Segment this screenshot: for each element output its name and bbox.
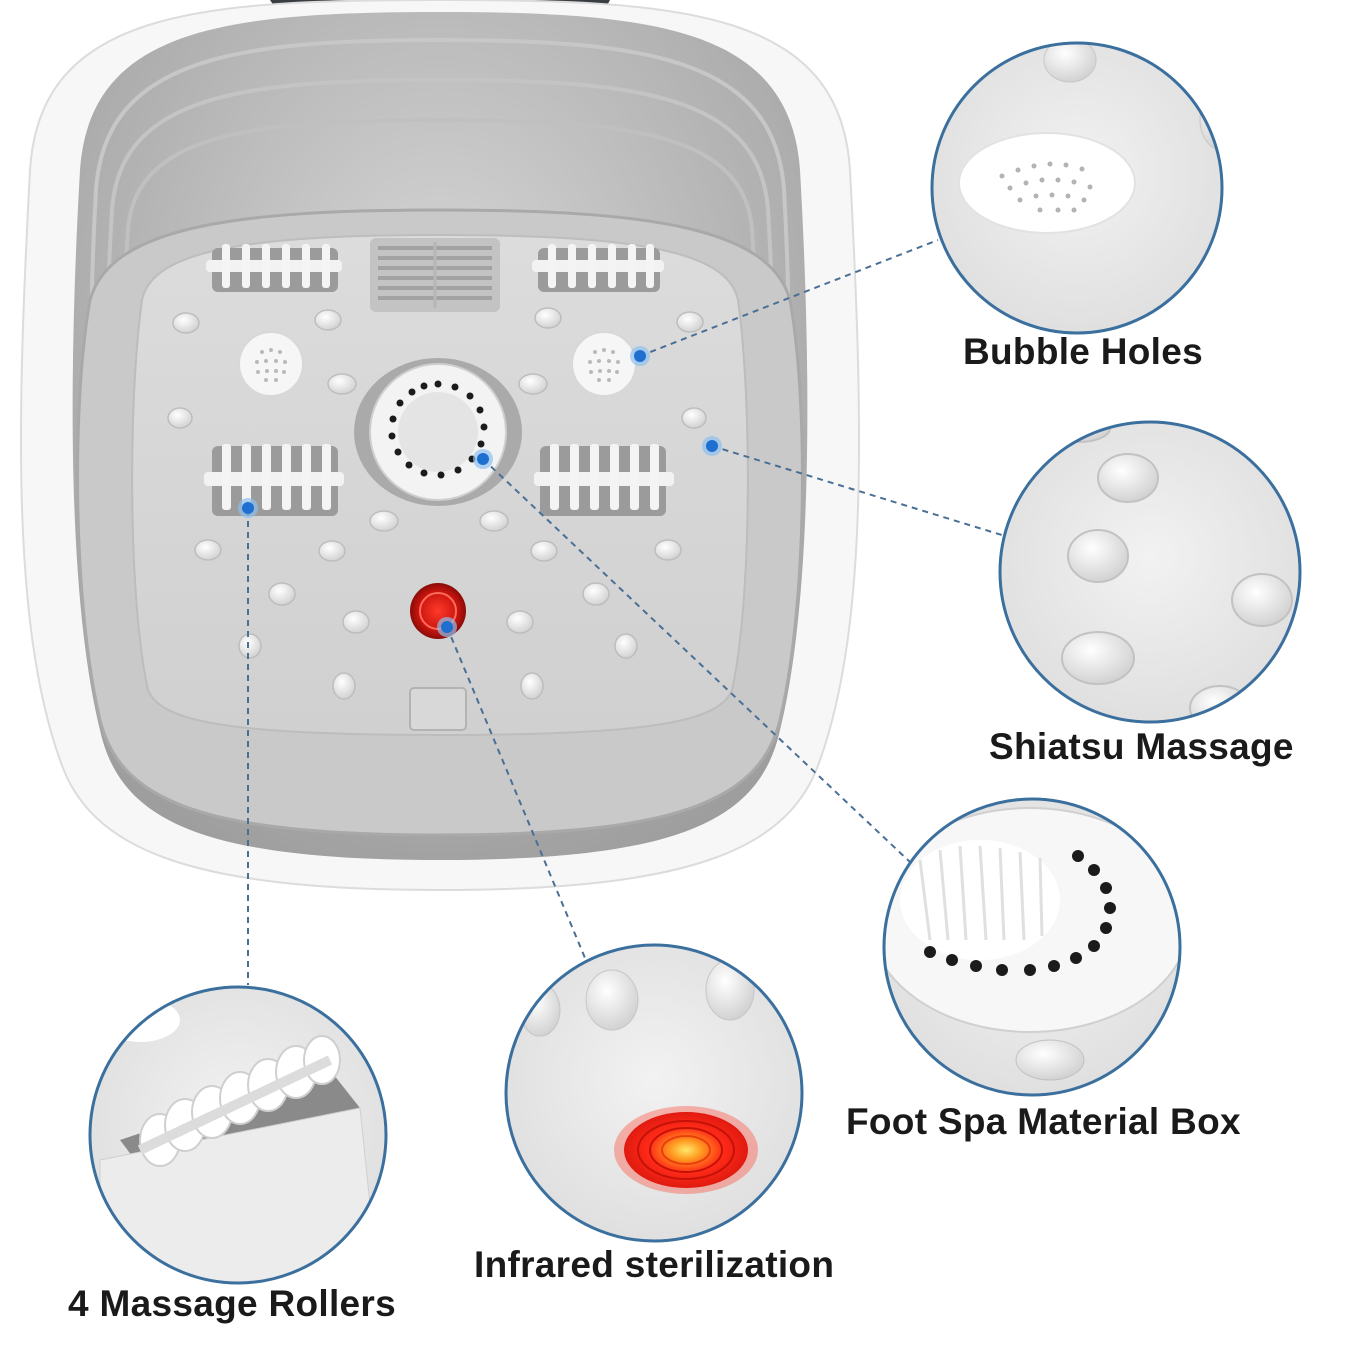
callout-bubble-holes [930, 41, 1224, 335]
material-box [354, 358, 522, 506]
leader-bubble-holes [639, 239, 939, 357]
label-massage-rollers: 4 Massage Rollers [68, 1283, 396, 1324]
shiatsu-bumps [167, 307, 707, 700]
leader-infrared [446, 626, 586, 959]
bubble-pad-right [571, 331, 637, 397]
label-shiatsu-massage: Shiatsu Massage [989, 726, 1294, 767]
label-infrared-sterilization: Infrared sterilization [474, 1244, 835, 1285]
leader-shiatsu [711, 445, 1006, 537]
foot-spa-basin [19, 0, 861, 892]
roller-bottom-left [204, 444, 344, 516]
bubble-pad-left [238, 331, 304, 397]
callout-infrared [504, 943, 804, 1243]
roller-bottom-right [534, 444, 674, 516]
label-material-box: Foot Spa Material Box [846, 1101, 1241, 1142]
leader-lines [247, 239, 1006, 985]
roller-top-left [206, 244, 342, 292]
label-bubble-holes: Bubble Holes [963, 331, 1204, 372]
roller-top-right [532, 244, 664, 292]
callout-shiatsu-massage [998, 420, 1302, 724]
top-vent [370, 238, 500, 312]
callout-material-box [882, 797, 1182, 1097]
drain-block [409, 687, 467, 731]
callout-rollers [88, 985, 388, 1285]
leader-material-box [482, 458, 911, 863]
blue-markers [238, 346, 722, 637]
